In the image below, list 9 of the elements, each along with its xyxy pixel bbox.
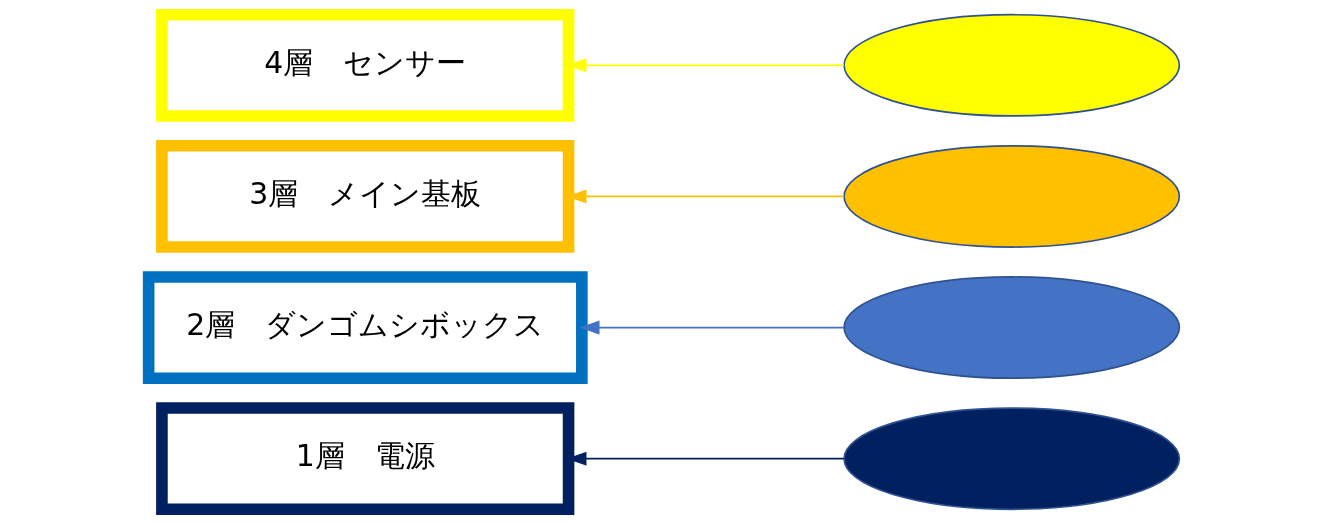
- node-ellipse: [842, 145, 1180, 248]
- node-ellipse: [842, 276, 1180, 379]
- node-box: 1層 電源: [155, 402, 574, 516]
- node-box: 2層 ダンゴムシボックス: [142, 271, 588, 384]
- arrow: [579, 320, 845, 335]
- node-ellipse: [842, 13, 1180, 117]
- node-box: 4層 センサー: [155, 8, 574, 122]
- node-box: 3層 メイン基板: [155, 140, 574, 253]
- node-ellipse: [842, 407, 1180, 511]
